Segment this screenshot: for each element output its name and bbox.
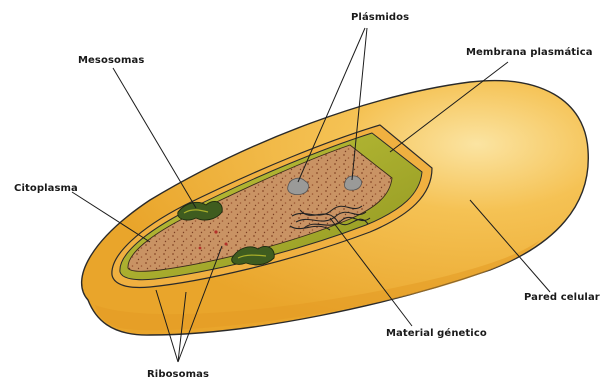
label-membrana: Membrana plasmática — [466, 46, 593, 58]
label-material: Material génetico — [386, 327, 487, 339]
leader-mesosomas — [113, 68, 196, 208]
label-ribosomas: Ribosomas — [147, 369, 209, 380]
plasmid-right — [344, 176, 361, 190]
label-citoplasma: Citoplasma — [14, 183, 78, 194]
label-pared: Pared celular — [524, 292, 600, 303]
label-plasmidos: Plásmidos — [351, 11, 409, 23]
label-mesosomas: Mesosomas — [78, 55, 144, 66]
